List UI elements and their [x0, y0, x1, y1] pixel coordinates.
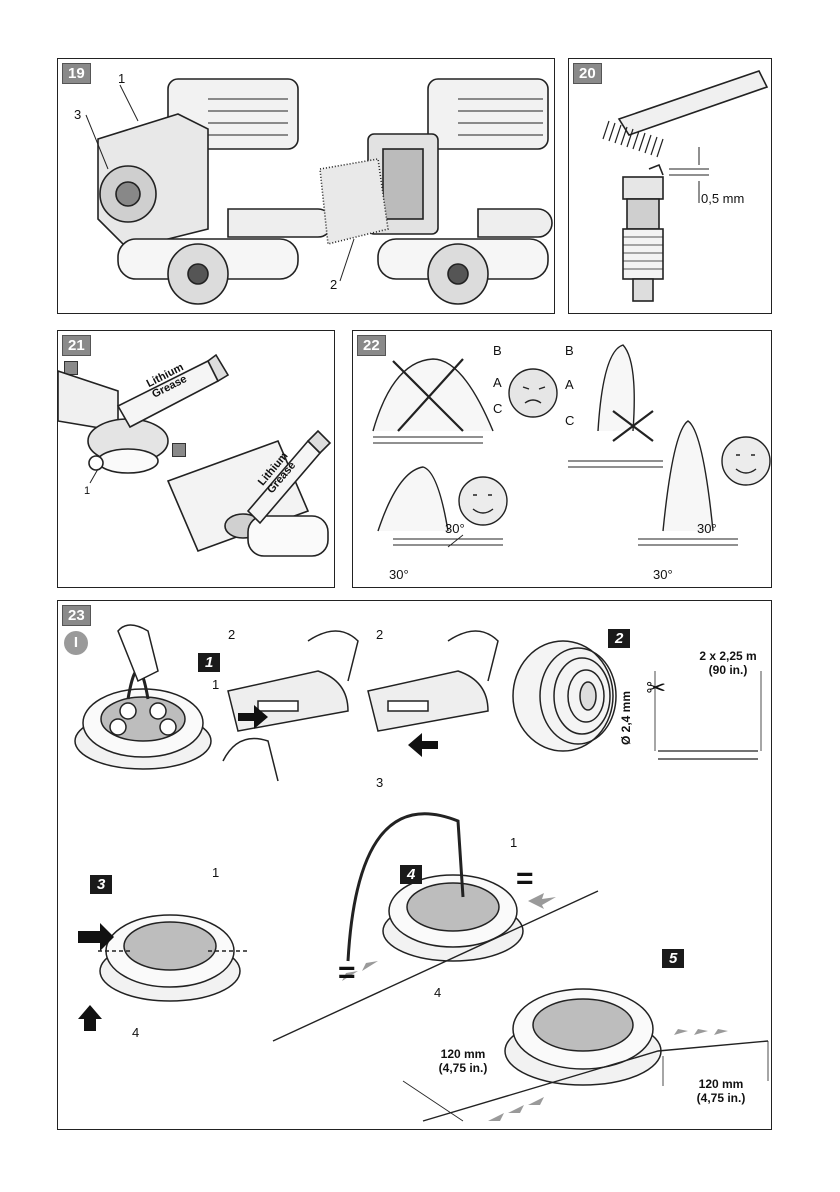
- air-filter-illustration: [58, 59, 555, 314]
- step-2-marker: 2: [608, 629, 630, 648]
- equals-sign: =: [338, 963, 356, 983]
- step-3-marker: 3: [90, 875, 112, 894]
- callout-4: 4: [132, 1025, 139, 1040]
- label-c: C: [565, 413, 574, 428]
- callout-4: 4: [434, 985, 441, 1000]
- angle-label: 30°: [445, 521, 465, 536]
- line-length-metric: 2 x 2,25 m: [686, 649, 770, 663]
- line-length-label: 2 x 2,25 m (90 in.): [686, 649, 770, 677]
- line-length-imperial: (90 in.): [686, 663, 770, 677]
- angle-label: 30°: [389, 567, 409, 582]
- callout-2: 2: [376, 627, 383, 642]
- scissors-icon: ✂: [646, 677, 666, 701]
- figure-19-panel: 19 1 3 2: [57, 58, 555, 314]
- end-length-left: 120 mm (4,75 in.): [420, 1047, 506, 1075]
- spark-plug-illustration: [569, 59, 772, 314]
- callout-1: 1: [212, 865, 219, 880]
- step-5-marker: 5: [662, 949, 684, 968]
- callout-2: 2: [330, 277, 337, 292]
- end-length-right: 120 mm (4,75 in.): [674, 1077, 768, 1105]
- label-b: B: [565, 343, 574, 358]
- equals-sign: =: [516, 869, 534, 889]
- end-length-metric: 120 mm: [420, 1047, 506, 1061]
- figure-20-panel: 20 0,5 mm: [568, 58, 772, 314]
- line-diameter-label: Ø 2,4 mm: [619, 678, 633, 758]
- callout-3: 3: [74, 107, 81, 122]
- figure-22-panel: 22 B A C B A: [352, 330, 772, 588]
- label-c: C: [493, 401, 502, 416]
- step-1-marker: 1: [198, 653, 220, 672]
- callout-2: 2: [228, 627, 235, 642]
- end-length-imperial: (4,75 in.): [420, 1061, 506, 1075]
- end-length-imperial: (4,75 in.): [674, 1091, 768, 1105]
- label-a: A: [493, 375, 502, 390]
- figure-23-panel: 23 I: [57, 600, 772, 1130]
- angle-label: 30°: [697, 521, 717, 536]
- callout-3: 3: [376, 775, 383, 790]
- gap-measurement: 0,5 mm: [701, 191, 744, 206]
- label-a: A: [565, 377, 574, 392]
- callout-1: 1: [84, 485, 90, 497]
- callout-1: 1: [510, 835, 517, 850]
- angle-label: 30°: [653, 567, 673, 582]
- chain-sharpening-illustration: [353, 331, 772, 588]
- end-length-metric: 120 mm: [674, 1077, 768, 1091]
- figure-21-panel: 21 Lithium Grease Lithium Grease 1: [57, 330, 335, 588]
- step-4-marker: 4: [400, 865, 422, 884]
- callout-1: 1: [212, 677, 219, 692]
- label-b: B: [493, 343, 502, 358]
- callout-1: 1: [118, 71, 125, 86]
